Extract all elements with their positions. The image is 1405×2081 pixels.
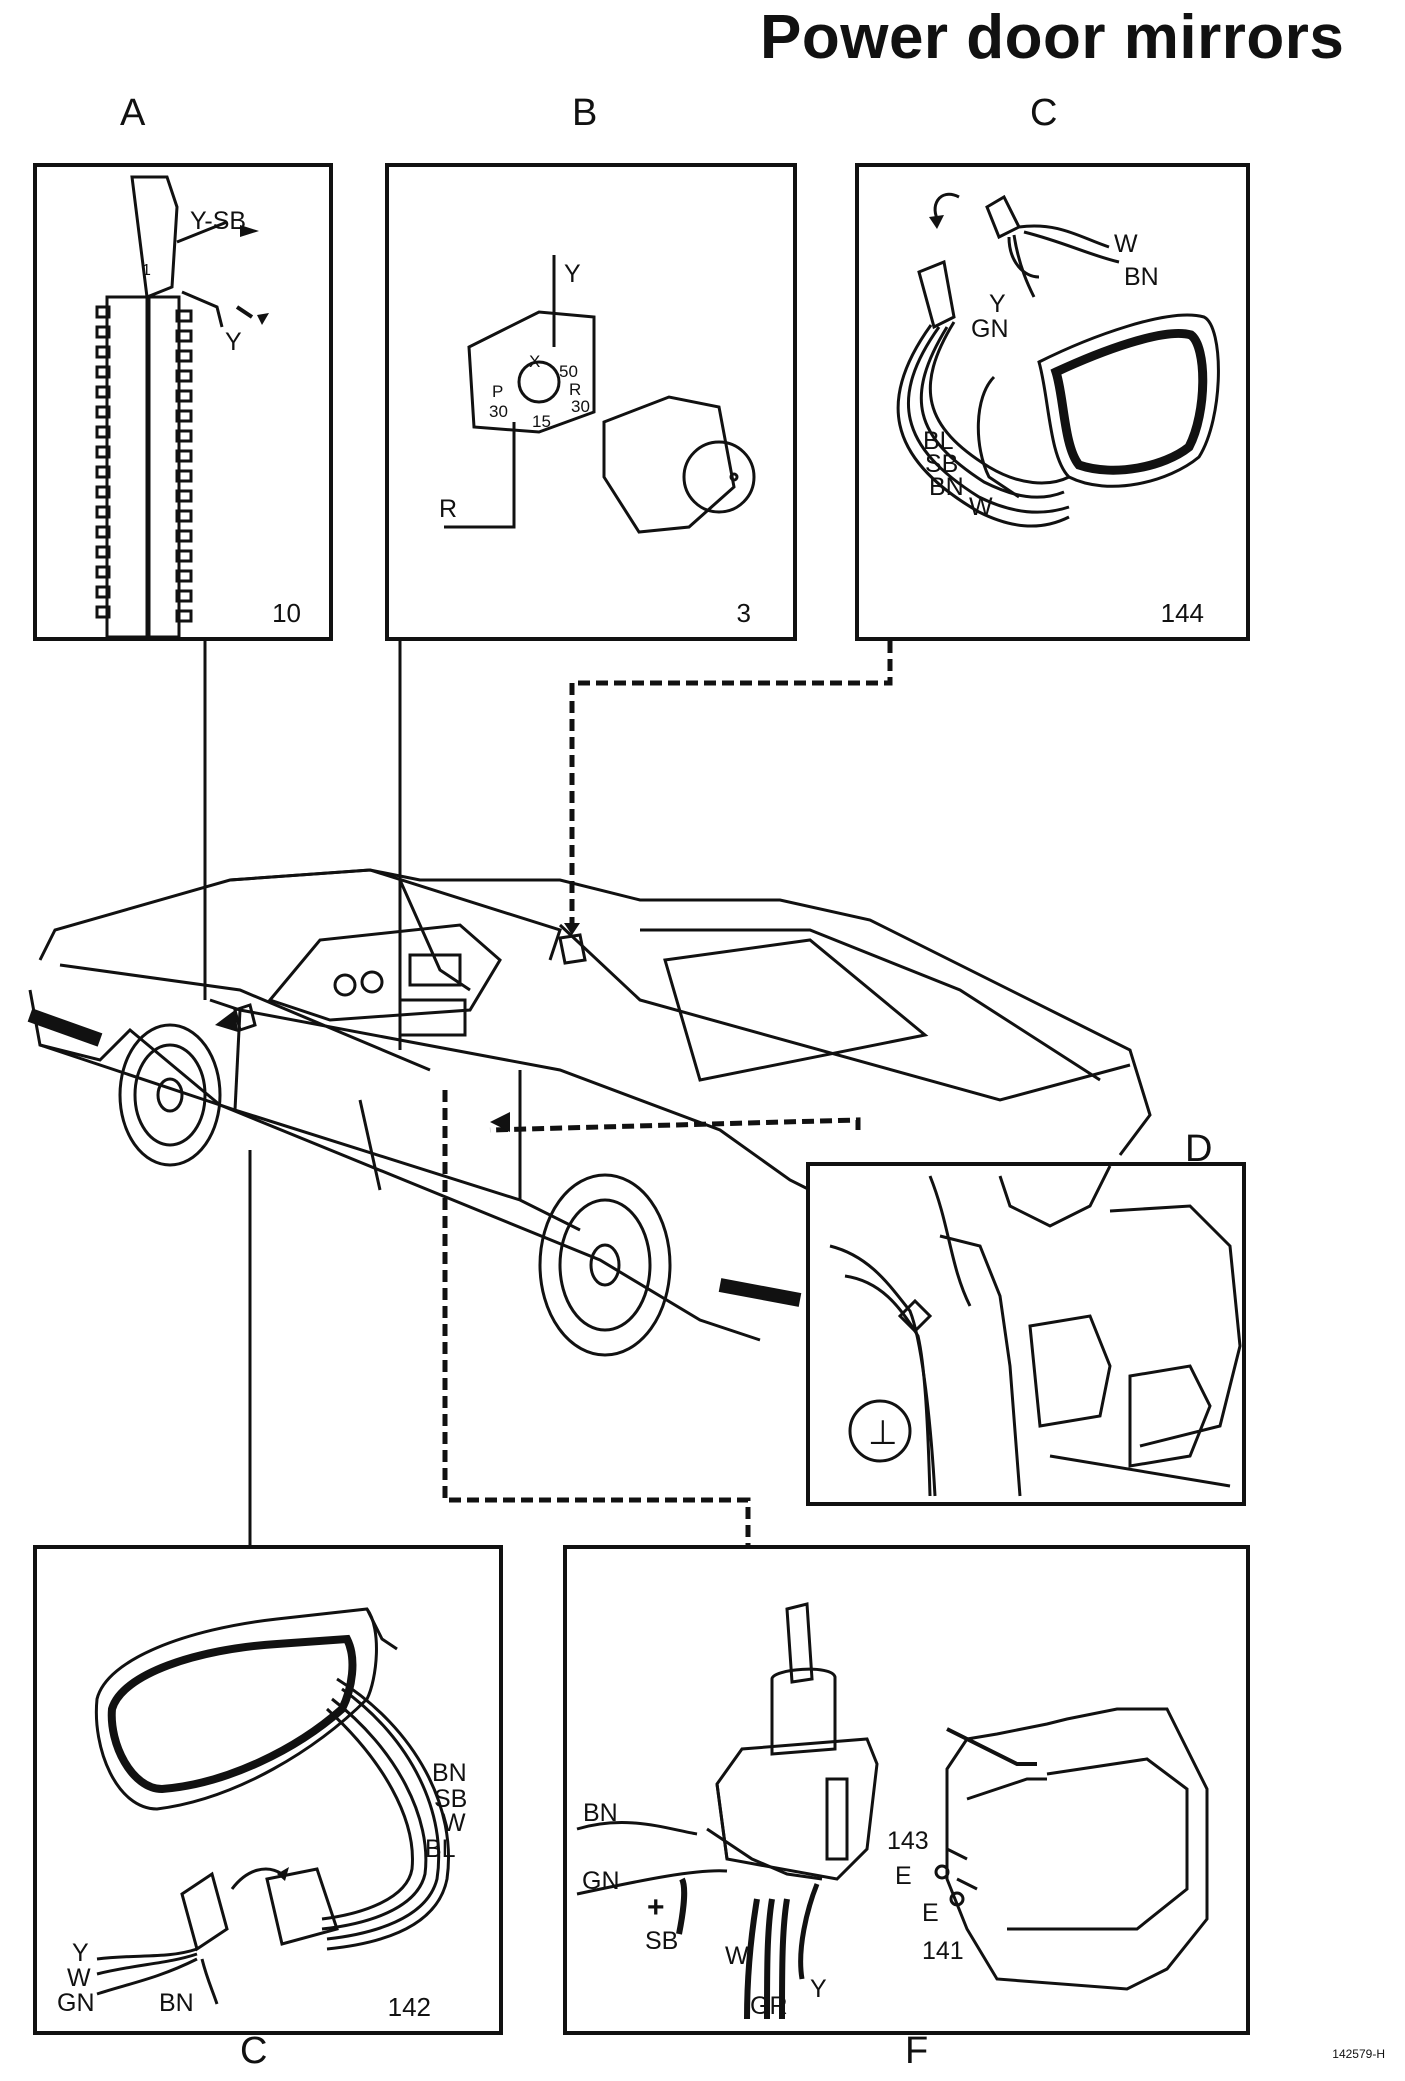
terminal-50: 50 [559, 362, 578, 381]
wire-label-w: W [442, 1809, 466, 1837]
fuse-rib [95, 405, 111, 419]
terminal-30-left: 30 [489, 402, 508, 421]
panel-a-number: 10 [272, 598, 301, 628]
wire-label-y-sb: Y-SB [190, 207, 246, 235]
fuse-rib [175, 449, 193, 463]
fuse-rib [95, 485, 111, 499]
wire-label-y: Y [72, 1939, 89, 1967]
wire-label-gr: GR [750, 1992, 788, 2020]
mirror-switch-illustration: BN GN + SB W GR Y 143 E E 141 [576, 1602, 1209, 2020]
panel-a-label: A [120, 92, 146, 134]
wire-label-y: Y [810, 1975, 827, 2003]
wire-label-y: Y [225, 328, 242, 356]
terminal-r: R [569, 380, 581, 399]
wire-label-bn: BN [583, 1799, 618, 1827]
wire-label-gn: GN [57, 1989, 95, 2017]
wire-label-w-2: W [67, 1964, 91, 1992]
terminal-e-2: E [922, 1899, 939, 1927]
bracket-number: 141 [922, 1937, 964, 1965]
fuse-rib [175, 469, 193, 483]
wire-label-y: Y [989, 290, 1006, 318]
fuse-rib [95, 505, 111, 519]
panel-a-fuse-box: Y-SB Y 1 10 [33, 163, 333, 641]
wire-label-bn-2: BN [929, 473, 964, 501]
fuse-rib [175, 549, 193, 563]
figure-code: 142579-H [1332, 2047, 1385, 2061]
fuse-strip-illustration: Y-SB Y 1 [95, 175, 269, 639]
wire-label-bn: BN [432, 1759, 467, 1787]
panel-c-top-number: 144 [1160, 598, 1204, 628]
fuse-rib [175, 329, 193, 343]
mirror-right-illustration: W BN Y GN BL SB BN W [896, 193, 1220, 528]
fuse-rib [95, 385, 111, 399]
wire-label-bl: BL [425, 1835, 456, 1863]
switch-number: 143 [887, 1827, 929, 1855]
fuse-rib [175, 429, 193, 443]
wire-label-r: R [439, 495, 457, 523]
wire-label-w-2: W [969, 493, 993, 521]
fuse-rib [175, 409, 193, 423]
wire-label-sb: SB [645, 1927, 678, 1955]
fuse-rib [95, 585, 111, 599]
mirror-left-illustration: BN SB W BL Y W GN BN [57, 1607, 467, 2017]
ground-symbol: ⊥ [868, 1414, 898, 1452]
wire-label-gn: GN [971, 315, 1009, 343]
fuse-rib [95, 425, 111, 439]
terminal-e-1: E [895, 1862, 912, 1890]
fuse-rib [175, 389, 193, 403]
ignition-switch-illustration: Y R X 50 P R 30 30 15 [439, 255, 756, 534]
positive-symbol: + [647, 1891, 665, 1924]
fuse-rib [175, 369, 193, 383]
fuse-rib [175, 309, 193, 323]
panel-c-bottom-number: 142 [387, 1992, 431, 2022]
fuse-rib [175, 589, 193, 603]
wire-label-bl: BL [923, 427, 954, 455]
fuse-rib [95, 525, 111, 539]
wire-label-w: W [725, 1942, 749, 1970]
panel-d-ground-point: ⊥ [806, 1162, 1246, 1506]
fuse-rib [175, 349, 193, 363]
fuse-rib [175, 569, 193, 583]
fuse-rib [95, 465, 111, 479]
panel-c-bottom-mirror: BN SB W BL Y W GN BN 142 [33, 1545, 503, 2035]
panel-f-label: F [905, 2030, 929, 2072]
wire-label-gn: GN [582, 1867, 620, 1895]
fuse-rib [175, 529, 193, 543]
wire-label-bn-2: BN [159, 1989, 194, 2017]
wire-label-sb: SB [434, 1785, 467, 1813]
terminal-15: 15 [532, 412, 551, 431]
fuse-rib [175, 609, 193, 623]
fuse-rib [95, 345, 111, 359]
fuse-rib [95, 445, 111, 459]
wire-label-bn: BN [1124, 263, 1159, 291]
terminal-x: X [529, 352, 540, 371]
wire-label-y: Y [564, 260, 581, 288]
page-title: Power door mirrors [760, 3, 1345, 72]
panel-c-top-label: C [1030, 92, 1058, 134]
ground-point-illustration: ⊥ [829, 1166, 1242, 1497]
panel-b-label: B [572, 92, 598, 134]
panel-c-bottom-label: C [240, 2030, 268, 2072]
terminal-30-right: 30 [571, 397, 590, 416]
fuse-rib [95, 305, 111, 319]
panel-b-number: 3 [736, 598, 751, 628]
wire-label-sb: SB [925, 450, 958, 478]
pin-label: 1 [142, 262, 151, 279]
fuse-rib [95, 605, 111, 619]
fuse-rib [175, 489, 193, 503]
fuse-rib [95, 545, 111, 559]
terminal-p: P [492, 382, 503, 401]
fuse-rib [95, 325, 111, 339]
panel-f-mirror-switch: BN GN + SB W GR Y 143 E E 141 [563, 1545, 1250, 2035]
panel-c-top-mirror: W BN Y GN BL SB BN W 144 [855, 163, 1250, 641]
panel-b-ignition-switch: Y R X 50 P R 30 30 15 3 [385, 163, 797, 641]
fuse-rib [175, 509, 193, 523]
fuse-rib [95, 565, 111, 579]
fuse-rib [95, 365, 111, 379]
wire-label-w: W [1114, 230, 1138, 258]
